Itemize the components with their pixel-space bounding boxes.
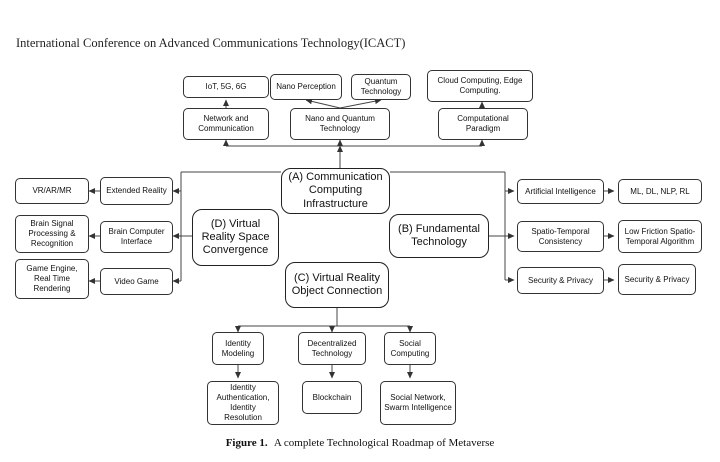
node-social-network-swarm: Social Network, Swarm Intelligence: [380, 381, 456, 425]
node-game-engine-rendering: Game Engine, Real Time Rendering: [15, 259, 89, 299]
node-security-privacy-b: Security & Privacy: [517, 267, 604, 294]
figure-caption: Figure 1. A complete Technological Roadm…: [0, 437, 720, 449]
figure-caption-text: A complete Technological Roadmap of Meta…: [273, 437, 495, 449]
node-security-privacy-c: Security & Privacy: [618, 264, 696, 295]
node-vr-ar-mr: VR/AR/MR: [15, 178, 89, 204]
node-spatio-temporal-consistency: Spatio-Temporal Consistency: [517, 221, 604, 252]
node-a-communication-computing-infrastructure: (A) Communication Computing Infrastructu…: [281, 168, 390, 214]
node-brain-computer-interface: Brain Computer Interface: [100, 221, 173, 253]
node-nano-quantum-technology: Nano and Quantum Technology: [290, 108, 390, 140]
node-brain-signal-processing: Brain Signal Processing & Recognition: [15, 215, 89, 253]
node-identity-authentication: Identity Authentication, Identity Resolu…: [207, 381, 279, 425]
node-extended-reality: Extended Reality: [100, 177, 173, 205]
node-decentralized-technology: Decentralized Technology: [298, 332, 366, 365]
node-network-communication: Network and Communication: [183, 108, 269, 140]
node-ml-dl-nlp-rl: ML, DL, NLP, RL: [618, 179, 702, 204]
node-quantum-technology: Quantum Technology: [351, 74, 411, 100]
paper-header: International Conference on Advanced Com…: [16, 36, 406, 50]
node-computational-paradigm: Computational Paradigm: [438, 108, 528, 140]
figure-label: Figure 1.: [225, 437, 268, 449]
node-c-virtual-reality-object-connection: (C) Virtual Reality Object Connection: [285, 262, 389, 308]
node-iot-5g-6g: IoT, 5G, 6G: [183, 76, 269, 98]
node-nano-perception: Nano Perception: [270, 74, 342, 100]
node-b-fundamental-technology: (B) Fundamental Technology: [389, 214, 489, 258]
node-d-virtual-reality-space-convergence: (D) Virtual Reality Space Convergence: [192, 209, 279, 266]
node-artificial-intelligence: Artificial Intelligence: [517, 179, 604, 204]
node-cloud-edge-computing: Cloud Computing, Edge Computing.: [427, 70, 533, 102]
node-video-game: Video Game: [100, 268, 173, 295]
node-low-friction-algorithm: Low Friction Spatio-Temporal Algorithm: [618, 220, 702, 253]
node-identity-modeling: Identity Modeling: [212, 332, 264, 365]
node-social-computing: Social Computing: [384, 332, 436, 365]
node-blockchain: Blockchain: [302, 381, 362, 414]
